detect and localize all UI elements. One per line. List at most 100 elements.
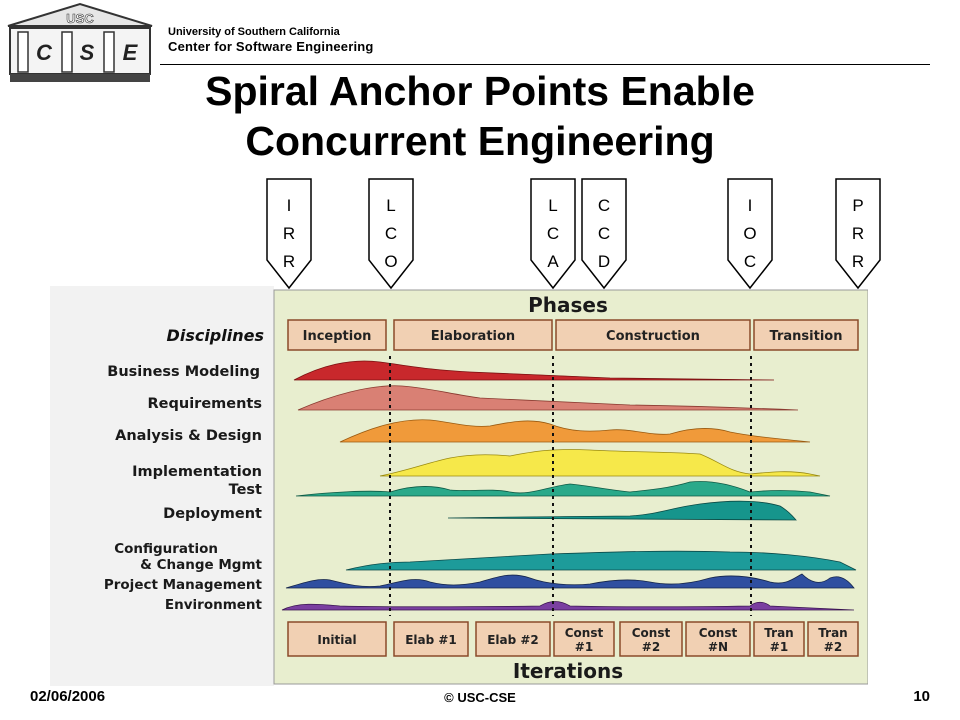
- discipline-test: Test: [229, 482, 262, 498]
- anchor-shape: [727, 178, 773, 290]
- anchor-lco: L C O: [368, 178, 414, 290]
- title-line-1: Spiral Anchor Points Enable: [205, 68, 755, 114]
- hump-business-modeling: [293, 360, 775, 381]
- anchor-irr: I R R: [266, 178, 312, 290]
- anchor-letter: A: [547, 252, 559, 271]
- anchor-letter: R: [851, 252, 865, 271]
- anchor-shape: [266, 178, 312, 290]
- anchor-letter: I: [747, 196, 753, 215]
- anchor-label: I O C: [727, 192, 773, 276]
- iteration-box: [753, 621, 805, 657]
- disciplines-heading: Disciplines: [167, 326, 264, 345]
- anchor-ccd: C C D: [581, 178, 627, 290]
- iteration-const-n-num: #N: [708, 640, 728, 654]
- discipline-business-modeling: Business Modeling: [107, 364, 260, 380]
- logo-usc-text: USC: [66, 11, 94, 26]
- anchor-shape: [368, 178, 414, 290]
- discipline-configuration: Configuration: [114, 541, 218, 557]
- anchor-label: C C D: [581, 192, 627, 276]
- iteration-tran-1-num: #1: [770, 640, 788, 654]
- phase-box: [753, 319, 859, 351]
- rup-hump-diagram: Phases Inception Elaboration Constructio…: [50, 286, 868, 686]
- anchor-letter: C: [546, 224, 560, 243]
- iteration-const-n: Const: [699, 626, 738, 640]
- discipline-change-mgmt: & Change Mgmt: [140, 557, 262, 573]
- anchor-letter: R: [851, 224, 865, 243]
- iteration-box: [685, 621, 751, 657]
- phase-construction: Construction: [606, 329, 700, 344]
- logo-letter-c: C: [36, 40, 53, 65]
- anchor-letter: C: [384, 224, 398, 243]
- anchor-shape: [530, 178, 576, 290]
- hump-implementation: [379, 449, 821, 477]
- phase-inception: Inception: [303, 329, 372, 344]
- anchor-label: L C O: [368, 192, 414, 276]
- anchor-prr: P R R: [835, 178, 881, 290]
- anchor-letter: C: [743, 252, 757, 271]
- disciplines-panel: [50, 286, 274, 686]
- anchor-letter: O: [384, 252, 398, 271]
- anchor-letter: L: [548, 196, 558, 215]
- footer-page-number: 10: [913, 688, 930, 705]
- iteration-tran-1: Tran: [764, 626, 793, 640]
- phase-box: [555, 319, 751, 351]
- university-name: University of Southern California: [168, 26, 340, 38]
- iteration-box: [807, 621, 859, 657]
- iteration-elab-1: Elab #1: [405, 633, 457, 647]
- phase-box: [287, 319, 387, 351]
- anchor-letter: I: [286, 196, 292, 215]
- anchor-letter: D: [597, 252, 611, 271]
- iteration-box: [619, 621, 683, 657]
- anchor-letter: C: [597, 224, 611, 243]
- iteration-elab-2: Elab #2: [487, 633, 539, 647]
- hump-requirements: [297, 385, 799, 411]
- anchor-label: I R R: [266, 192, 312, 276]
- iteration-tran-2-num: #2: [824, 640, 842, 654]
- anchor-label: P R R: [835, 192, 881, 276]
- phase-box: [393, 319, 553, 351]
- anchor-letter: L: [386, 196, 396, 215]
- iteration-box: [393, 621, 469, 657]
- discipline-project-management: Project Management: [104, 577, 263, 593]
- discipline-deployment: Deployment: [163, 506, 262, 522]
- title-line-2: Concurrent Engineering: [245, 118, 715, 164]
- discipline-implementation: Implementation: [132, 464, 262, 480]
- iteration-box: [553, 621, 615, 657]
- hump-environment: [281, 601, 855, 611]
- anchor-lca: L C A: [530, 178, 576, 290]
- slide-title: Spiral Anchor Points Enable Concurrent E…: [0, 66, 960, 166]
- hump-deployment: [447, 500, 797, 521]
- anchor-letter: C: [597, 196, 611, 215]
- hump-analysis-design: [339, 419, 811, 443]
- phase-transition: Transition: [770, 329, 843, 344]
- phases-heading: Phases: [528, 293, 608, 317]
- anchor-letter: R: [282, 252, 296, 271]
- phase-elaboration: Elaboration: [431, 329, 515, 344]
- logo-letter-e: E: [123, 40, 139, 65]
- iteration-const-1: Const: [565, 626, 604, 640]
- footer-date: 02/06/2006: [30, 688, 106, 705]
- anchor-ioc: I O C: [727, 178, 773, 290]
- iteration-const-1-num: #1: [575, 640, 593, 654]
- logo-letter-s: S: [80, 40, 95, 65]
- iteration-tran-2: Tran: [818, 626, 847, 640]
- center-name: Center for Software Engineering: [168, 39, 374, 54]
- anchor-letter: P: [852, 196, 864, 215]
- footer-copyright: © USC-CSE: [444, 690, 516, 705]
- iteration-initial: Initial: [317, 633, 356, 647]
- anchor-letter: R: [282, 224, 296, 243]
- hump-config-change: [345, 550, 857, 571]
- hump-project-management: [285, 573, 855, 589]
- iteration-box: [287, 621, 387, 657]
- iteration-const-2-num: #2: [642, 640, 660, 654]
- iterations-heading: Iterations: [513, 659, 623, 683]
- iteration-const-2: Const: [632, 626, 671, 640]
- iteration-box: [475, 621, 551, 657]
- anchor-shape: [835, 178, 881, 290]
- discipline-analysis-design: Analysis & Design: [115, 428, 262, 444]
- discipline-environment: Environment: [165, 597, 263, 613]
- discipline-requirements: Requirements: [148, 396, 263, 412]
- header-rule: [160, 64, 930, 65]
- anchor-shape: [581, 178, 627, 290]
- hump-test: [295, 481, 831, 497]
